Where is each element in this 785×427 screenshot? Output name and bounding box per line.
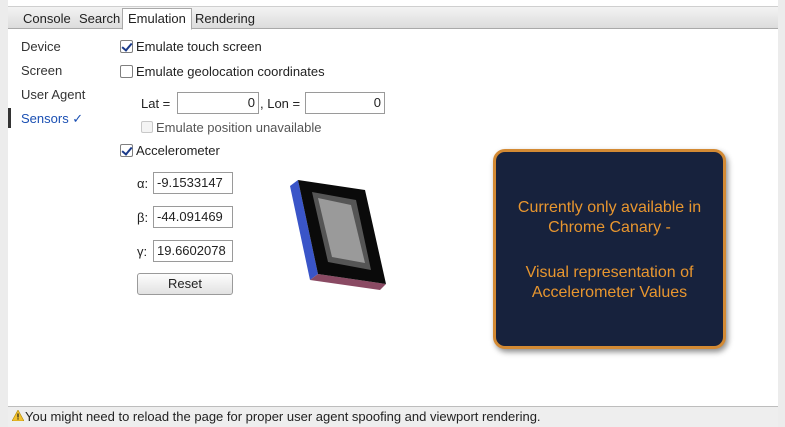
lon-input[interactable]: 0	[305, 92, 385, 114]
gamma-label: γ:	[137, 244, 148, 259]
sidebar-item-device[interactable]: Device	[21, 39, 61, 54]
reset-button[interactable]: Reset	[137, 273, 233, 295]
tab-rendering[interactable]: Rendering	[195, 11, 255, 26]
tab-console[interactable]: Console	[23, 11, 71, 26]
tab-search[interactable]: Search	[79, 11, 121, 26]
window-frame-left	[0, 0, 8, 427]
sidebar-item-sensors[interactable]: Sensors ✓	[21, 111, 84, 126]
warning-icon	[12, 410, 24, 421]
sidebar-selection-marker	[8, 108, 11, 128]
tab-emulation[interactable]: Emulation	[122, 8, 192, 30]
device-orientation-visual	[290, 180, 386, 290]
alpha-label: α:	[137, 176, 149, 191]
geolocation-label: Emulate geolocation coordinates	[136, 64, 325, 79]
device-side-face	[290, 180, 318, 280]
gamma-input[interactable]: 19.6602078	[153, 240, 233, 262]
callout-line-1: Currently only available in Chrome Canar…	[517, 199, 702, 236]
position-unavailable-checkbox[interactable]	[141, 121, 153, 133]
device-screen	[318, 198, 365, 263]
lat-label: Lat =	[141, 96, 171, 111]
beta-input[interactable]: -44.091469	[153, 206, 233, 228]
annotation-callout: Currently only available in Chrome Canar…	[493, 149, 726, 349]
touch-screen-checkbox[interactable]	[120, 40, 133, 53]
status-bar: You might need to reload the page for pr…	[8, 406, 778, 427]
status-message: You might need to reload the page for pr…	[25, 409, 541, 424]
accelerometer-label: Accelerometer	[136, 143, 220, 158]
sidebar-item-screen[interactable]: Screen	[21, 63, 63, 78]
accelerometer-checkbox[interactable]	[120, 144, 133, 157]
lat-input[interactable]: 0	[177, 92, 259, 114]
callout-line-2: Visual representation of Accelerometer V…	[525, 264, 694, 301]
position-unavailable-label: Emulate position unavailable	[156, 120, 322, 135]
window-frame-right	[778, 0, 785, 427]
beta-label: β:	[137, 210, 149, 225]
sidebar-item-user-agent[interactable]: User Agent	[21, 87, 86, 102]
geolocation-checkbox[interactable]	[120, 65, 133, 78]
touch-screen-label: Emulate touch screen	[136, 39, 262, 54]
lon-label: , Lon =	[260, 96, 301, 111]
alpha-input[interactable]: -9.1533147	[153, 172, 233, 194]
devtools-tab-bar: Console Search Emulation Rendering	[8, 6, 778, 30]
device-bottom-face	[310, 274, 386, 290]
